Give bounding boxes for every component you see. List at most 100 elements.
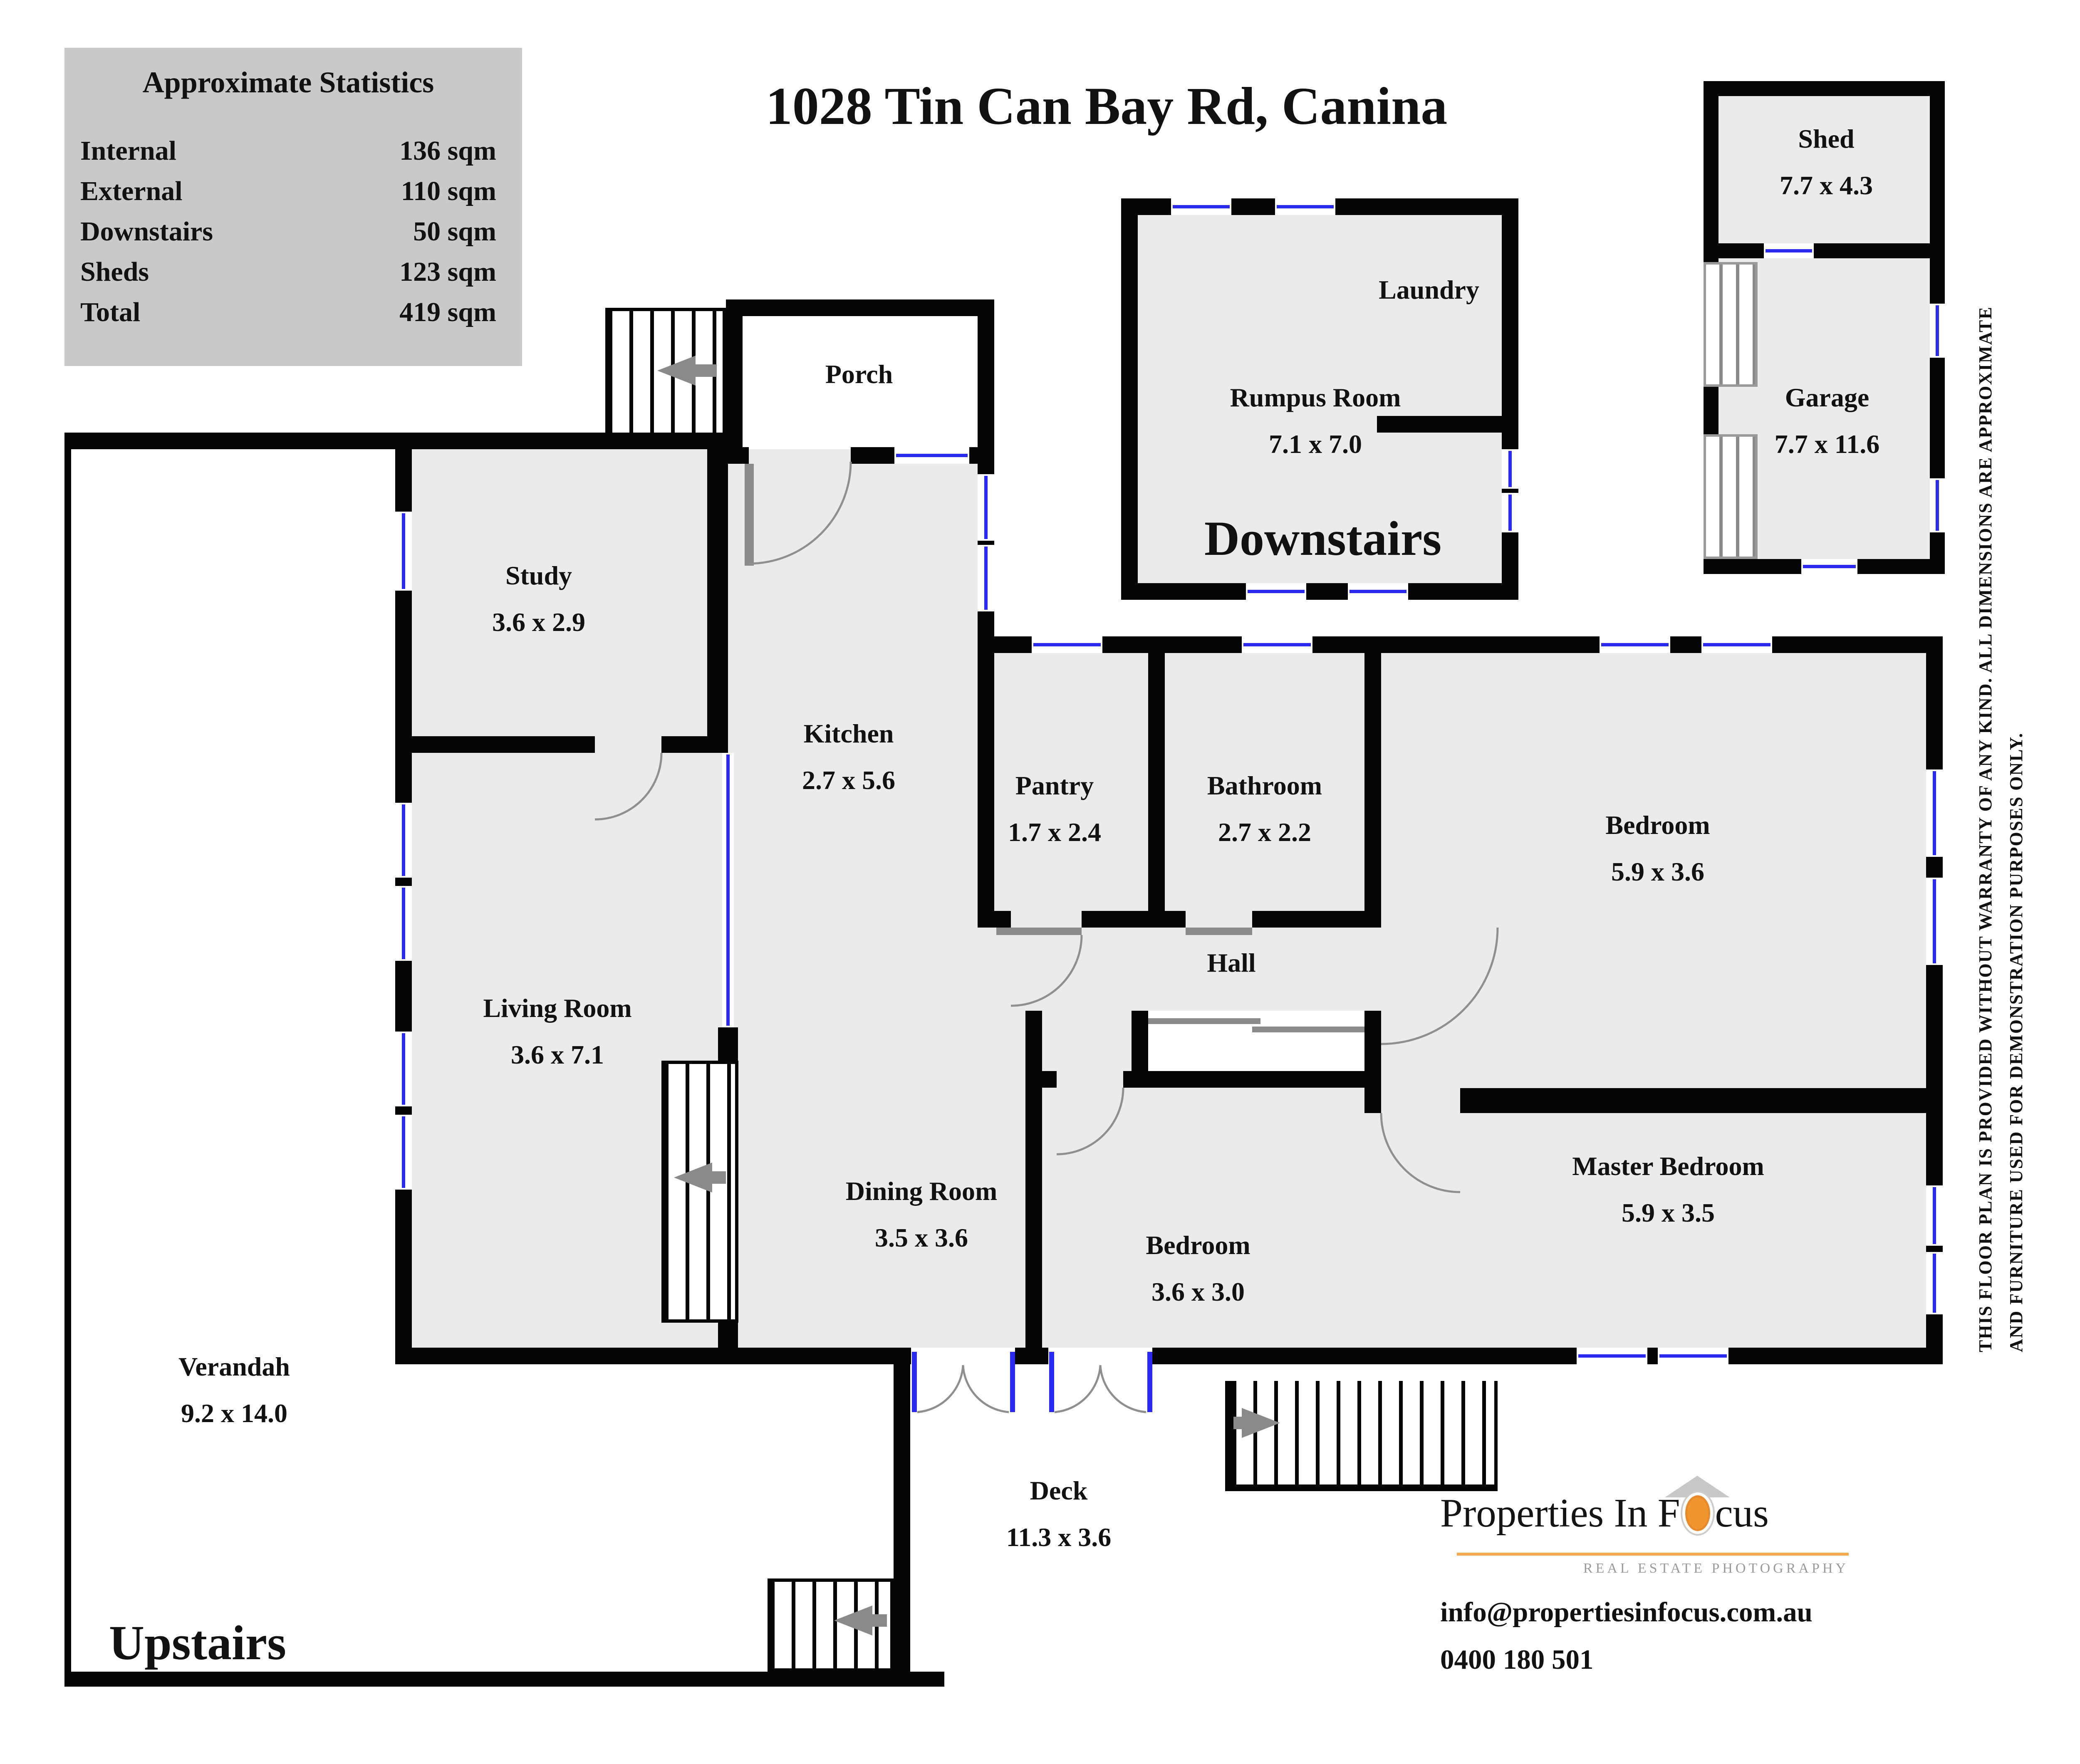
- wall: [978, 911, 1011, 928]
- wall: [1152, 1348, 1577, 1364]
- french-door-arc: [1054, 1365, 1102, 1413]
- room-label: Bedroom: [1605, 810, 1710, 840]
- wall: [851, 447, 894, 464]
- wall: [1647, 1348, 1658, 1364]
- brand-tagline: REAL ESTATE PHOTOGRAPHY: [1583, 1561, 1849, 1576]
- room-dims: 1.7 x 2.4: [1008, 817, 1101, 847]
- room-dims: 7.7 x 11.6: [1774, 429, 1880, 459]
- stat-label: Downstairs: [80, 216, 213, 247]
- room-dims: 3.6 x 7.1: [511, 1040, 604, 1069]
- stat-value: 110 sqm: [401, 176, 496, 206]
- wall: [726, 447, 749, 464]
- wall: [1772, 636, 1943, 653]
- room-label: Hall: [1207, 948, 1256, 977]
- room-label: Deck: [1030, 1476, 1088, 1505]
- room-label: Kitchen: [803, 719, 894, 748]
- door-jamb: [1147, 1352, 1152, 1412]
- wall: [894, 1364, 910, 1687]
- window: [1801, 559, 1857, 574]
- stat-label: Internal: [80, 136, 176, 166]
- stairs-arrow-tail: [709, 1171, 726, 1184]
- wall: [1704, 387, 1718, 434]
- french-door-arc: [917, 1365, 964, 1413]
- room-label: Dining Room: [845, 1176, 998, 1206]
- upstairs-floor-label: Upstairs: [109, 1616, 287, 1670]
- french-door-arc: [1099, 1365, 1146, 1413]
- wall: [1728, 1348, 1943, 1364]
- brand-rule: [1457, 1553, 1849, 1556]
- wall: [707, 449, 728, 753]
- roller-door: [1704, 434, 1758, 559]
- room-dims: 7.1 x 7.0: [1269, 429, 1362, 459]
- laundry-wall: [1377, 416, 1518, 433]
- page-title: 1028 Tin Can Bay Rd, Canina: [765, 77, 1448, 136]
- door-leaf: [745, 464, 754, 566]
- window: [395, 1115, 412, 1190]
- stairs-arrow-tail: [693, 364, 717, 377]
- wall: [726, 299, 994, 316]
- stat-value: 419 sqm: [399, 297, 496, 327]
- room-garage: Garage 7.7 x 11.6: [1775, 374, 1879, 468]
- window: [1658, 1348, 1728, 1364]
- stairs-arrow-tail: [869, 1614, 887, 1627]
- room-kitchen: Kitchen 2.7 x 5.6: [802, 710, 895, 804]
- wall: [1704, 81, 1945, 96]
- window: [1171, 198, 1231, 215]
- room-dims: 9.2 x 14.0: [181, 1398, 287, 1428]
- stairs-arrow-tail: [1233, 1417, 1250, 1429]
- room-dims: 11.3 x 3.6: [1006, 1522, 1112, 1552]
- wall: [1102, 636, 1242, 653]
- porch-floor: [743, 316, 978, 449]
- room-dims: 7.7 x 4.3: [1780, 171, 1873, 200]
- window: [1926, 1185, 1943, 1246]
- statistics-title: Approximate Statistics: [142, 66, 434, 99]
- window: [395, 512, 412, 591]
- window: [1926, 1252, 1943, 1314]
- door-sill: [996, 928, 1082, 935]
- verandah-boundary: [64, 1672, 944, 1687]
- door-arc: [1056, 1087, 1124, 1155]
- room-label: Porch: [825, 359, 893, 389]
- wall: [1121, 583, 1518, 600]
- camera-lens-icon: [1664, 1476, 1730, 1534]
- room-deck: Deck 11.3 x 3.6: [1006, 1467, 1111, 1561]
- wall: [718, 1027, 738, 1061]
- window: [1926, 878, 1943, 965]
- shed-garage-divider: [1704, 243, 1945, 258]
- window: [395, 803, 412, 878]
- window: [1930, 478, 1945, 532]
- wall: [978, 653, 994, 928]
- disclaimer-line-2: AND FURNITURE USED FOR DEMONSTRATION PUR…: [2006, 732, 2026, 1352]
- room-dims: 3.6 x 2.9: [492, 607, 585, 637]
- window: [395, 1032, 412, 1106]
- wall: [1670, 636, 1701, 653]
- wall: [1123, 1071, 1364, 1088]
- room-label: Garage: [1785, 383, 1870, 412]
- stat-value: 50 sqm: [413, 216, 496, 247]
- wall: [1364, 1011, 1381, 1113]
- window: [894, 447, 969, 464]
- wall: [1312, 636, 1600, 653]
- window: [1701, 636, 1772, 653]
- verandah-stairs: [768, 1578, 894, 1672]
- room-label: Shed: [1798, 124, 1855, 153]
- stat-label: Sheds: [80, 257, 149, 287]
- stat-label: Total: [80, 297, 141, 327]
- room-dims: 5.9 x 3.5: [1622, 1198, 1715, 1227]
- wall: [395, 1348, 911, 1364]
- window: [1600, 636, 1670, 653]
- room-dims: 2.7 x 5.6: [802, 765, 895, 795]
- wall: [726, 299, 743, 464]
- glass-partition: [722, 753, 734, 1027]
- window: [1502, 493, 1518, 532]
- window: [1577, 1348, 1647, 1364]
